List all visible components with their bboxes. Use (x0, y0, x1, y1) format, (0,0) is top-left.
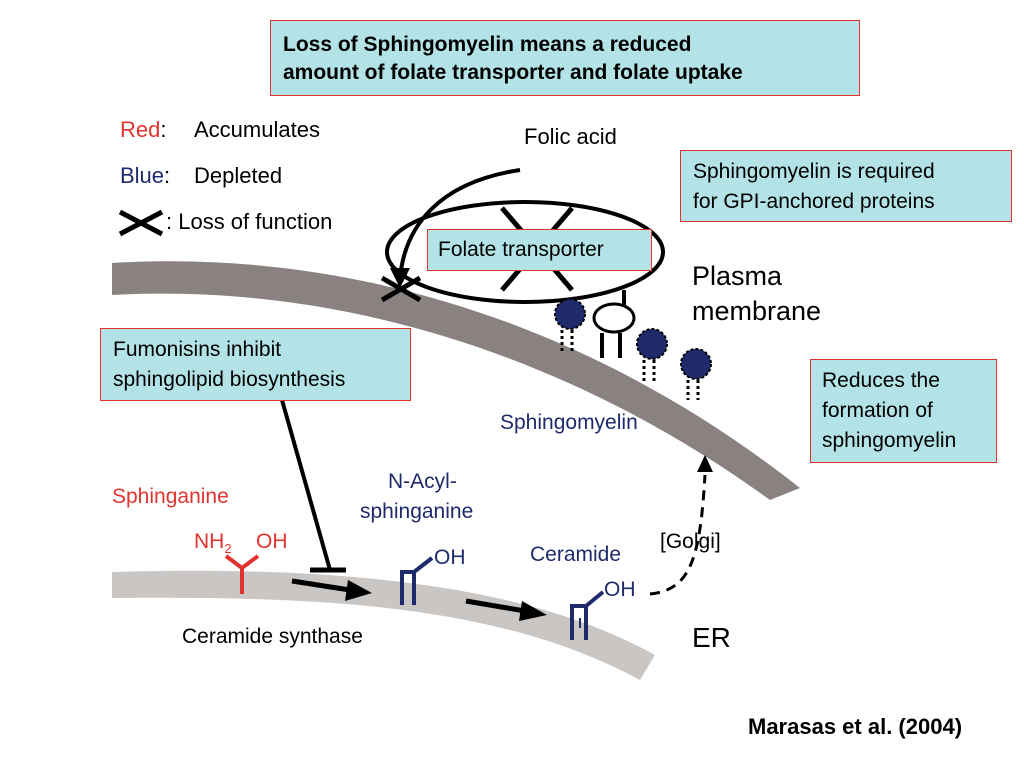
sphinganine-molecule (224, 554, 260, 594)
ceramide-synthase-label: Ceramide synthase (182, 625, 363, 648)
folic-acid-label: Folic acid (524, 124, 617, 149)
legend-blue-colon: : (164, 163, 171, 188)
fumonisins-line-2: sphingolipid biosynthesis (113, 368, 346, 391)
plasma-membrane-band (112, 261, 800, 500)
legend-blue-desc: Depleted (194, 163, 283, 188)
arrow-line-1 (291, 578, 351, 593)
folate-transporter-ellipse (385, 200, 665, 304)
ceramide-synthase-arrow-1 (345, 580, 372, 601)
sphinganine-label: Sphinganine (112, 485, 229, 508)
arrow-line-2 (465, 598, 526, 614)
plasma-label: Plasma (692, 261, 783, 291)
fumonisins-note-box: Fumonisins inhibit sphingolipid biosynth… (100, 328, 411, 401)
title-box: Loss of Sphingomyelin means a reduced am… (270, 20, 860, 96)
n-acyl-label-1: N-Acyl- (388, 470, 457, 493)
title-line-1: Loss of Sphingomyelin means a reduced (283, 33, 692, 56)
legend-blue: Blue: (120, 163, 170, 189)
legend-red: Red: (120, 117, 166, 143)
title-line-2: amount of folate transporter and folate … (283, 61, 743, 84)
fumonisins-line-1: Fumonisins inhibit (113, 338, 282, 361)
nh-subscript: 2 (224, 541, 232, 557)
legend-red-word: Red (120, 117, 161, 142)
ceramide-synthase-arrow-2 (519, 601, 547, 621)
er-band (112, 570, 655, 680)
nh-text: NH (194, 530, 225, 553)
sphinganine-oh: OH (256, 530, 288, 553)
membrane-loss-x-icon (380, 275, 422, 303)
reduces-line-1: Reduces the (822, 369, 940, 392)
gpi-line-2: for GPI-anchored proteins (693, 190, 935, 213)
n-acyl-label-2: sphinganine (360, 500, 474, 523)
ceramide-molecule (570, 590, 605, 640)
golgi-arrowhead (697, 455, 713, 472)
legend-red-colon: : (160, 117, 167, 142)
sphinganine-nh2: NH2 (194, 530, 232, 556)
ceramide-label: Ceramide (530, 543, 622, 566)
gpi-protein-1 (554, 298, 586, 352)
gpi-note-box: Sphingomyelin is required for GPI-anchor… (680, 150, 1012, 222)
sphingomyelin-label: Sphingomyelin (500, 411, 638, 434)
er-label: ER (692, 622, 731, 653)
legend-blue-word: Blue (120, 163, 165, 188)
folic-acid-arrowhead (390, 268, 410, 288)
gpi-protein-2 (592, 302, 636, 358)
golgi-label: [Golgi] (660, 530, 721, 553)
membrane-label: membrane (692, 296, 822, 326)
legend-loss-desc: : Loss of function (166, 209, 333, 234)
golgi-dashed-arrow (649, 474, 707, 596)
n-acyl-oh: OH (434, 546, 466, 569)
folic-acid-arrow (398, 168, 521, 279)
ceramide-oh: OH (604, 578, 636, 601)
reduces-line-3: sphingomyelin (822, 429, 957, 452)
gpi-line-1: Sphingomyelin is required (693, 160, 935, 183)
legend-loss-x-icon (118, 209, 164, 237)
reduces-line-2: formation of (822, 399, 933, 422)
legend-red-desc: Accumulates (194, 117, 320, 142)
citation: Marasas et al. (2004) (748, 714, 963, 739)
fumonisin-inhibition-line (280, 399, 332, 571)
reduces-note-box: Reduces the formation of sphingomyelin (810, 359, 997, 463)
folate-transporter-label: Folate transporter (427, 229, 652, 271)
n-acyl-sphinganine-molecule (400, 556, 434, 605)
gpi-protein-4 (680, 348, 712, 400)
gpi-protein-3 (636, 328, 668, 382)
